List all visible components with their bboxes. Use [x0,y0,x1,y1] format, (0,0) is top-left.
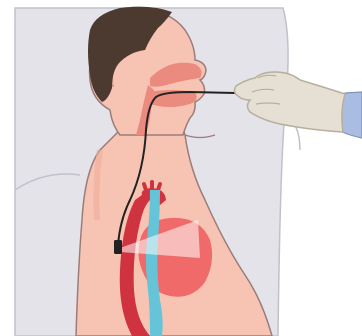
tee-probe-tip [114,240,122,254]
